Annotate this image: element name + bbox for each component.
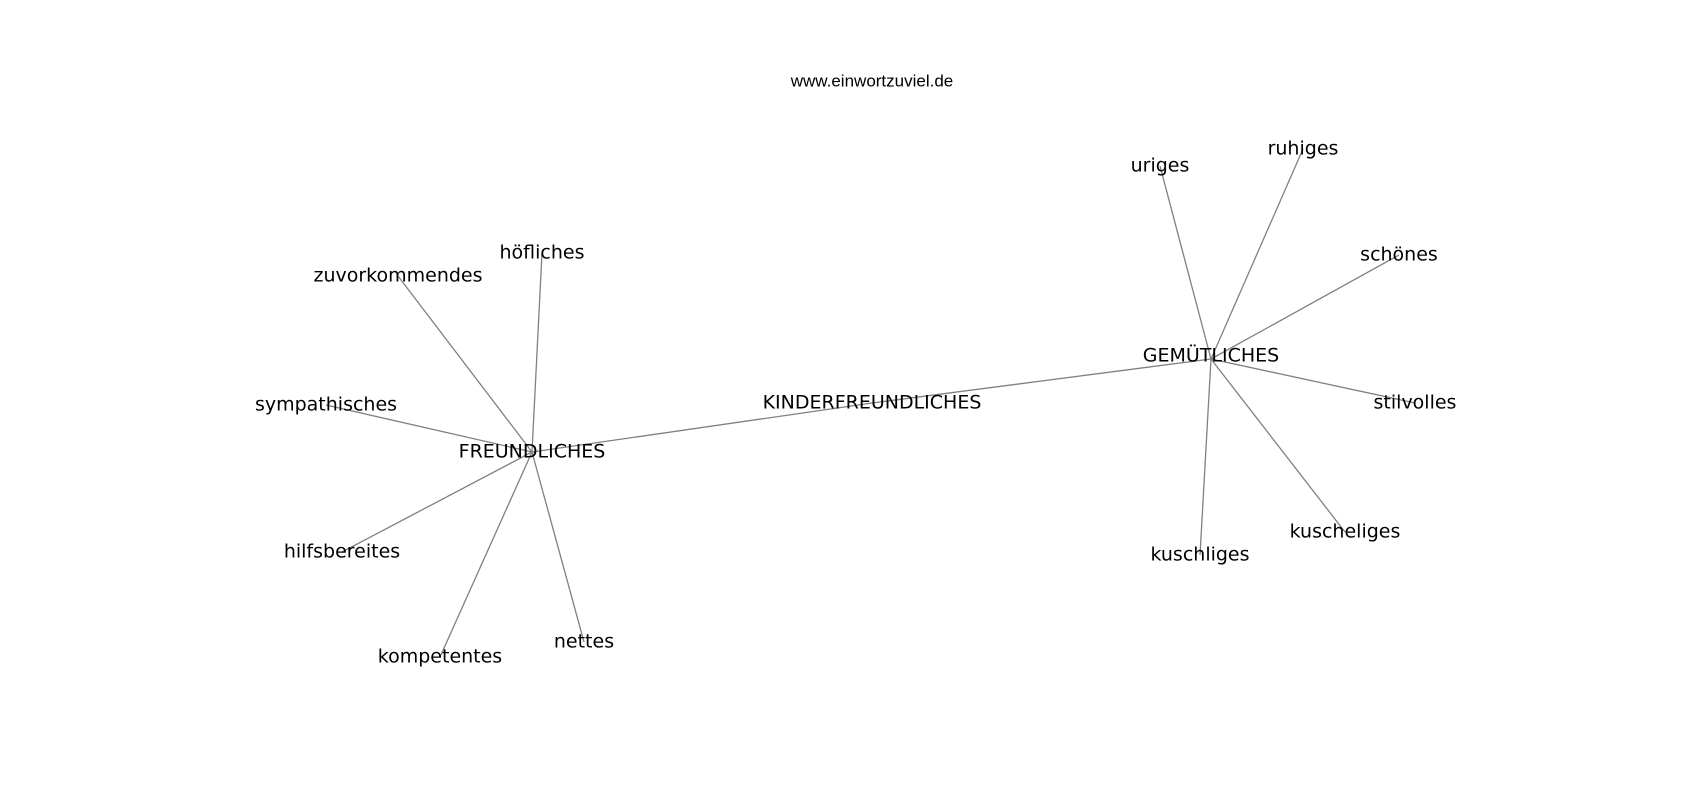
- node-zuvorkommendes: zuvorkommendes: [313, 265, 482, 287]
- graph-nodes: KINDERFREUNDLICHES FREUNDLICHES GEMÜTLICHE…: [255, 138, 1457, 668]
- site-url: www.einwortzuviel.de: [790, 71, 954, 90]
- node-ruhiges: ruhiges: [1268, 138, 1339, 160]
- node-freundliches: FREUNDLICHES: [459, 441, 606, 463]
- edge-kinderfreundliches-gemuetliches: [871, 358, 1212, 404]
- edge-freundliches-nettes: [531, 451, 585, 643]
- edge-gemuetliches-stilvolles: [1210, 358, 1416, 404]
- node-kompetentes: kompetentes: [378, 646, 502, 668]
- edge-freundliches-hoefliches: [531, 252, 543, 453]
- node-gemuetliches: GEMÜTLICHES: [1143, 344, 1279, 367]
- edge-gemuetliches-uriges: [1159, 165, 1212, 360]
- node-uriges: uriges: [1131, 155, 1190, 177]
- node-stilvolles: stilvolles: [1374, 392, 1457, 414]
- edge-freundliches-sympathisches: [325, 404, 533, 453]
- node-hoefliches: höfliches: [500, 242, 585, 264]
- edge-kinderfreundliches-freundliches: [531, 402, 873, 453]
- node-nettes: nettes: [554, 631, 614, 653]
- edge-gemuetliches-kuschliges: [1199, 358, 1212, 556]
- graph-edges: [325, 148, 1416, 658]
- edge-freundliches-kompetentes: [439, 451, 533, 658]
- node-kuscheliges: kuscheliges: [1290, 521, 1401, 543]
- node-schoenes: schönes: [1360, 244, 1438, 266]
- edge-freundliches-hilfsbereites: [341, 451, 533, 553]
- edge-gemuetliches-schoenes: [1210, 254, 1400, 360]
- node-hilfsbereites: hilfsbereites: [284, 541, 400, 563]
- edge-freundliches-zuvorkommendes: [397, 275, 533, 453]
- edge-gemuetliches-ruhiges: [1210, 148, 1304, 360]
- edge-gemuetliches-kuscheliges: [1210, 358, 1346, 533]
- node-kuschliges: kuschliges: [1150, 544, 1249, 566]
- node-kinderfreundliches: KINDERFREUNDLICHES: [763, 392, 982, 414]
- node-sympathisches: sympathisches: [255, 394, 397, 416]
